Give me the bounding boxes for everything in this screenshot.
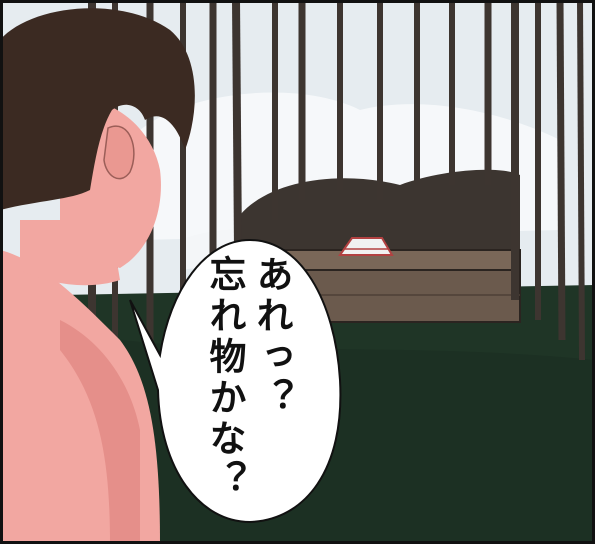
character: [0, 8, 195, 544]
bench: [269, 249, 521, 323]
ear: [103, 125, 135, 180]
forgotten-item: [338, 237, 394, 256]
shoulder-shade: [60, 320, 140, 544]
speech-bubble: [129, 238, 342, 524]
hair: [0, 8, 195, 210]
